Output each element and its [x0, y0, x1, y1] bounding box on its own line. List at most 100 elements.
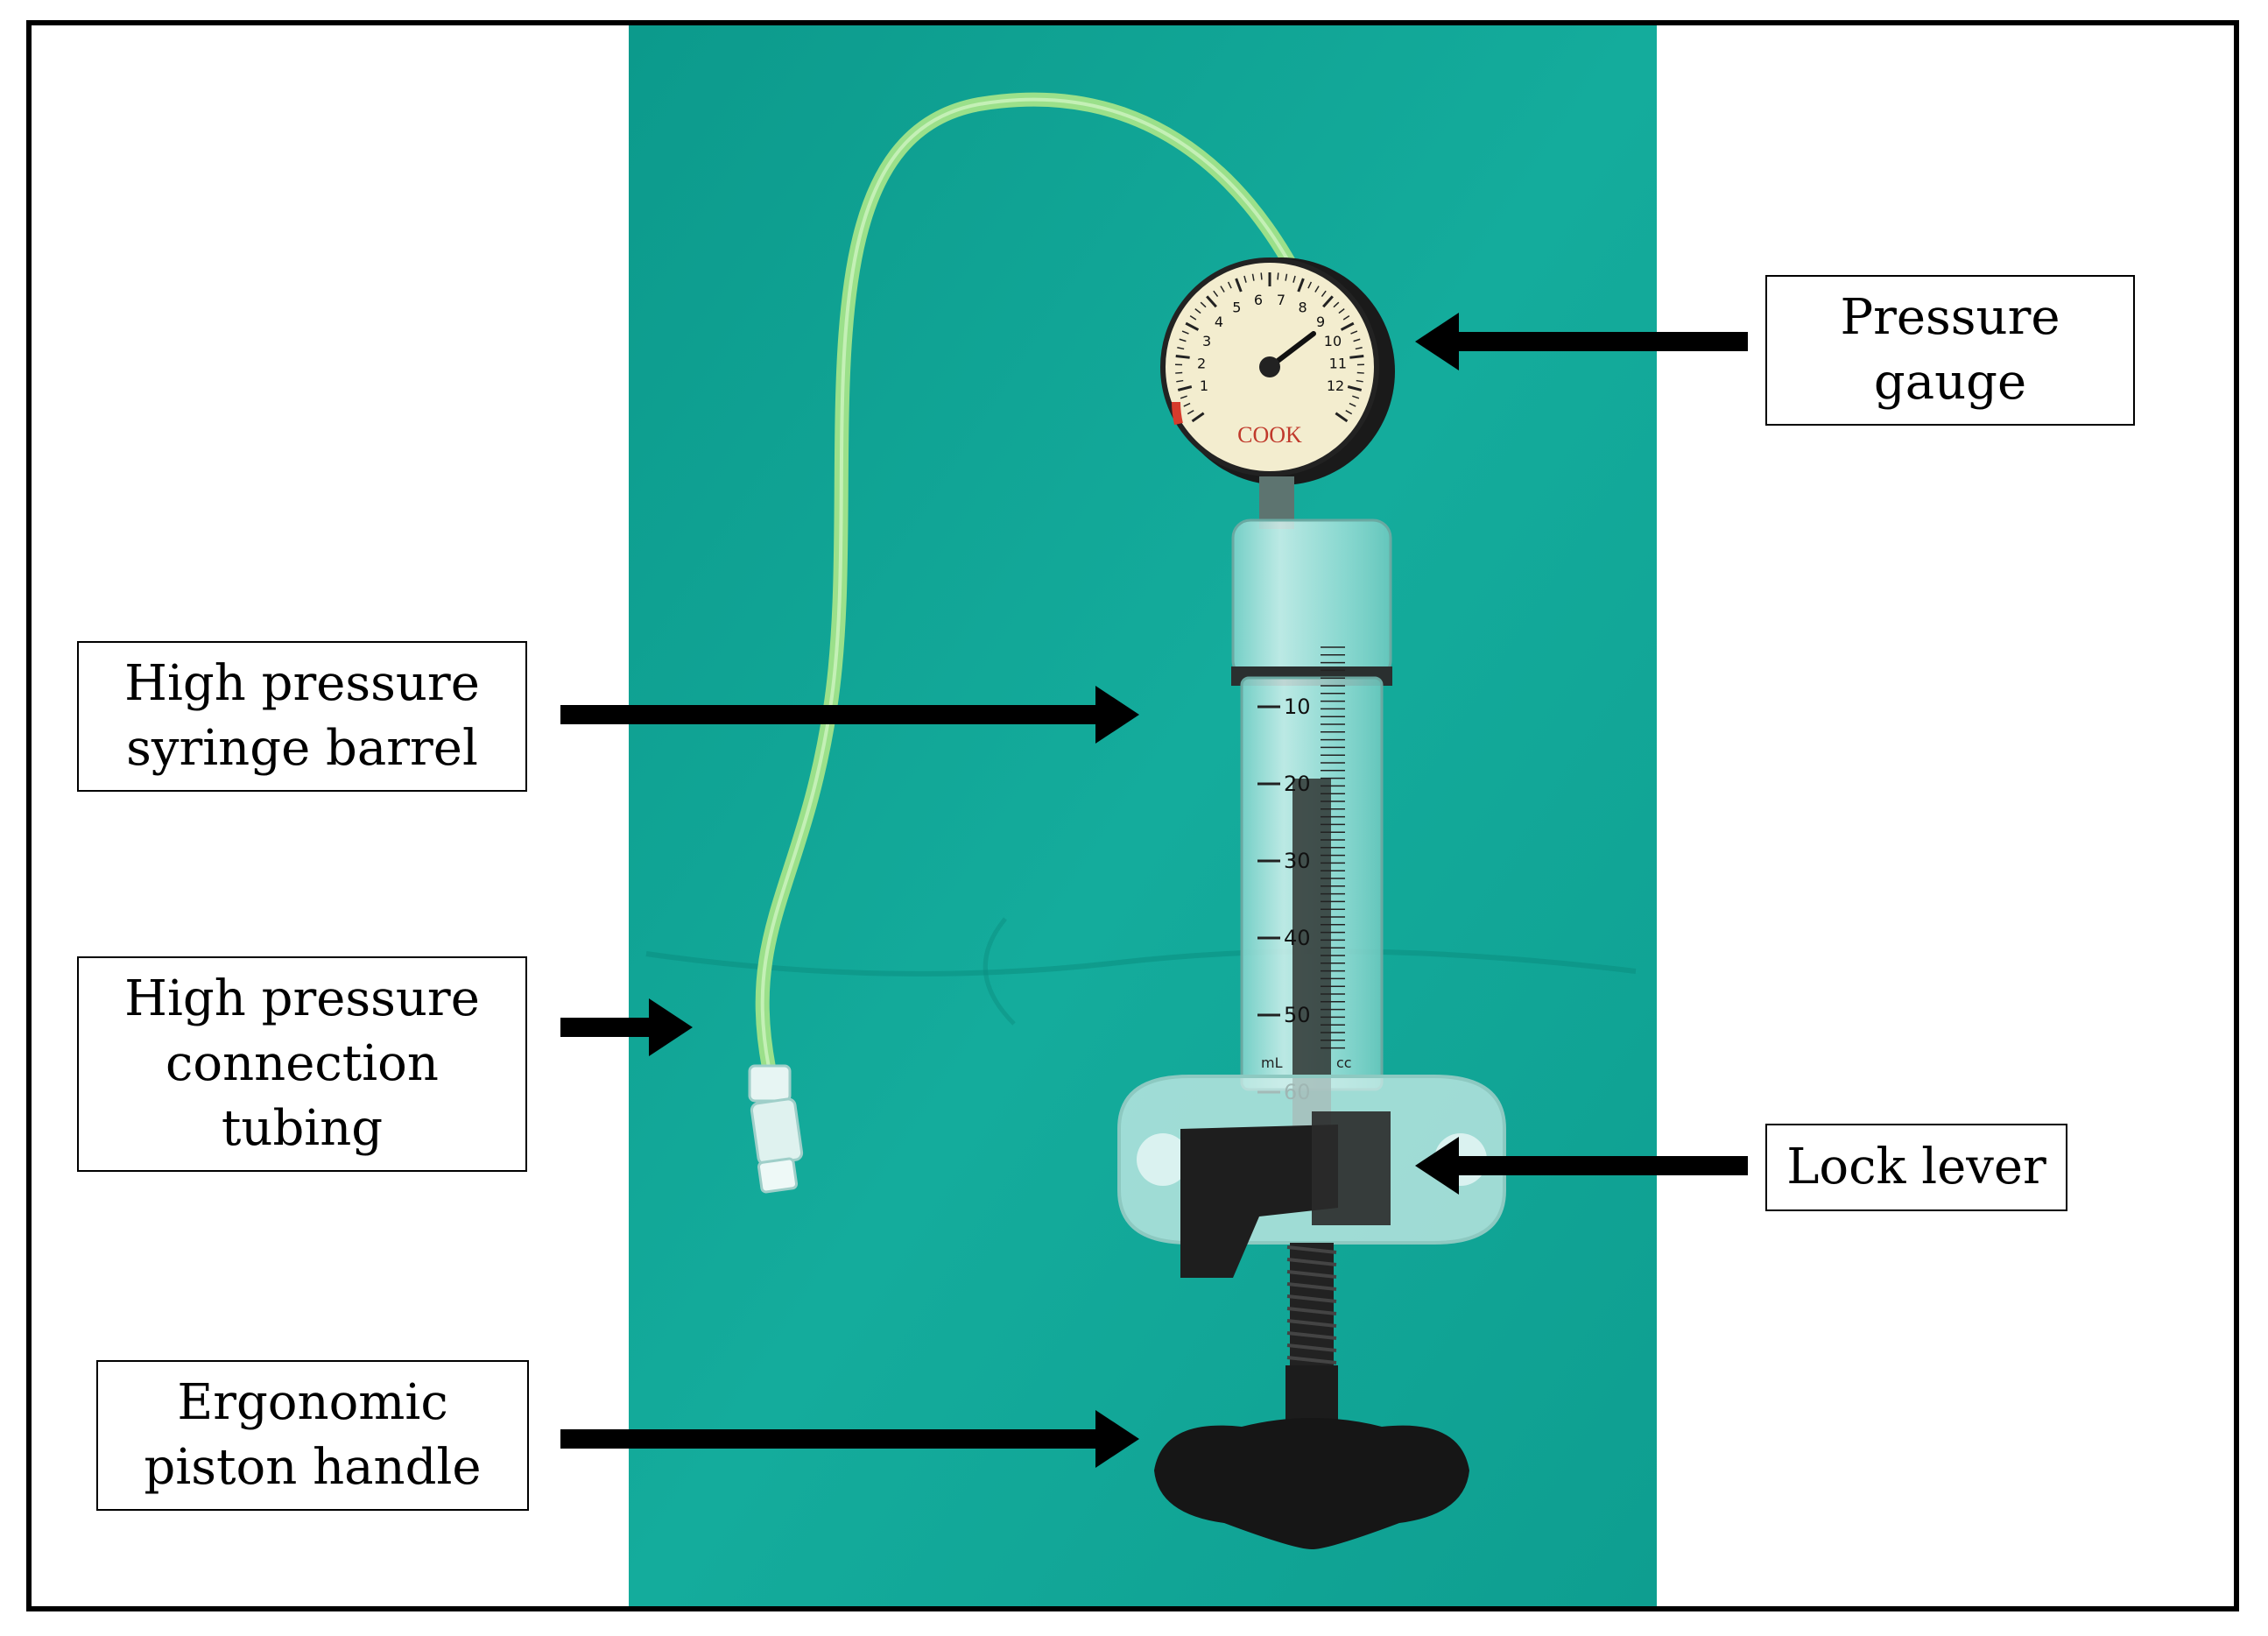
gauge-tick [1213, 290, 1219, 298]
arrow-lock-lever [1415, 1137, 1748, 1195]
gauge-number: 2 [1197, 355, 1206, 371]
label-piston-handle: Ergonomic piston handle [96, 1360, 529, 1511]
gauge-tick [1314, 286, 1320, 293]
luer-connector [748, 1064, 804, 1194]
gauge-tick [1187, 410, 1194, 415]
gauge-tick [1191, 412, 1205, 423]
gauge-brand: COOK [1237, 422, 1302, 448]
gauge-number: 4 [1215, 314, 1223, 330]
gauge-number: 6 [1254, 292, 1263, 308]
gauge-tick [1321, 290, 1327, 298]
gauge-red-zone [1172, 401, 1183, 426]
gauge-number: 1 [1200, 377, 1208, 394]
drape-fold [645, 948, 1637, 977]
gauge-number: 3 [1202, 333, 1211, 349]
label-lock-lever: Lock lever [1765, 1124, 2067, 1211]
gauge-tick [1251, 273, 1255, 281]
gauge-ticks [1175, 272, 1364, 423]
gauge-tick [1175, 371, 1183, 374]
rod-thread [1286, 1343, 1337, 1352]
rod-thread [1286, 1258, 1337, 1266]
gauge-tick [1177, 347, 1185, 350]
rod-thread [1286, 1356, 1337, 1365]
rod-thread [1286, 1307, 1337, 1315]
rod-thread [1286, 1245, 1337, 1254]
gauge-number: 12 [1327, 377, 1344, 394]
gauge-tick [1349, 402, 1356, 407]
arrow-piston-handle [560, 1410, 1139, 1468]
gauge-number: 9 [1316, 314, 1325, 330]
gauge-tick [1349, 354, 1364, 359]
gauge-number: 5 [1232, 300, 1241, 316]
gauge-tick [1177, 385, 1193, 391]
gauge-tick [1297, 278, 1305, 293]
gauge-tick [1185, 321, 1200, 331]
gauge-tick [1355, 347, 1363, 350]
barrel-scale: 102030405060 [1257, 646, 1345, 1104]
barrel-graduation-label: 20 [1284, 772, 1311, 796]
drape-fold [983, 917, 1016, 1026]
gauge-tick [1307, 281, 1313, 289]
label-line: gauge [1873, 354, 2027, 411]
label-line: tubing [221, 1100, 384, 1157]
barrel-unit-cc: cc [1336, 1054, 1352, 1071]
label-line: syringe barrel [126, 720, 478, 777]
gauge-tick [1345, 410, 1353, 415]
label-connection-tubing: High pressure connection tubing [77, 956, 527, 1172]
gauge-tick [1335, 412, 1349, 423]
gauge-number: 10 [1324, 333, 1342, 349]
label-line: Ergonomic [177, 1374, 448, 1431]
gauge-tick [1342, 315, 1350, 321]
rod-thread [1286, 1270, 1337, 1279]
gauge-tick [1175, 354, 1190, 359]
tubing-highlight [760, 97, 1305, 1069]
arrow-syringe-barrel [560, 686, 1139, 744]
gauge-tick [1352, 395, 1360, 399]
label-line: High pressure [124, 970, 480, 1027]
gauge-tick [1347, 385, 1363, 391]
gauge-tick [1194, 308, 1201, 314]
barrel-graduation-label: 40 [1284, 926, 1311, 950]
gauge-number: 8 [1299, 300, 1307, 316]
gauge-tick [1338, 308, 1345, 314]
gauge-tick [1260, 272, 1263, 280]
arrows-layer [560, 313, 1748, 1468]
gauge-tick [1227, 281, 1232, 289]
gauge-number: 11 [1329, 355, 1347, 371]
gauge-tick [1220, 286, 1225, 293]
barrel-graduation-label: 30 [1284, 849, 1311, 873]
gauge-tick [1356, 379, 1363, 383]
gauge-tick [1235, 278, 1243, 293]
label-line: High pressure [124, 655, 480, 712]
barrel-graduation-label: 10 [1284, 695, 1311, 719]
gauge-tick [1350, 330, 1358, 335]
label-line: connection [166, 1035, 439, 1092]
gauge-tick [1340, 321, 1355, 331]
gauge-tick [1189, 315, 1197, 321]
label-pressure-gauge: Pressure gauge [1765, 275, 2135, 426]
gauge-tick [1243, 275, 1247, 283]
gauge-tick [1285, 273, 1288, 281]
lock-lever-housing [1312, 1111, 1391, 1225]
arrow-connection-tubing [560, 998, 693, 1056]
gauge-tick [1206, 295, 1217, 308]
gauge-tick [1333, 301, 1340, 308]
gauge-tick [1179, 338, 1187, 342]
gauge-number: 7 [1277, 292, 1285, 308]
arrow-pressure-gauge [1415, 313, 1748, 370]
lock-lever [1180, 1125, 1338, 1278]
gauge-tick [1200, 301, 1207, 308]
rod-thread [1286, 1331, 1337, 1340]
label-line: piston handle [144, 1439, 482, 1496]
rod-thread [1286, 1294, 1337, 1303]
gauge-tick [1176, 379, 1184, 383]
gauge-tick [1292, 275, 1296, 283]
flange-grip-left [1137, 1133, 1189, 1186]
barrel-unit-ml: mL [1261, 1054, 1283, 1071]
gauge-tick [1356, 371, 1364, 374]
threaded-rod [1286, 1243, 1337, 1374]
